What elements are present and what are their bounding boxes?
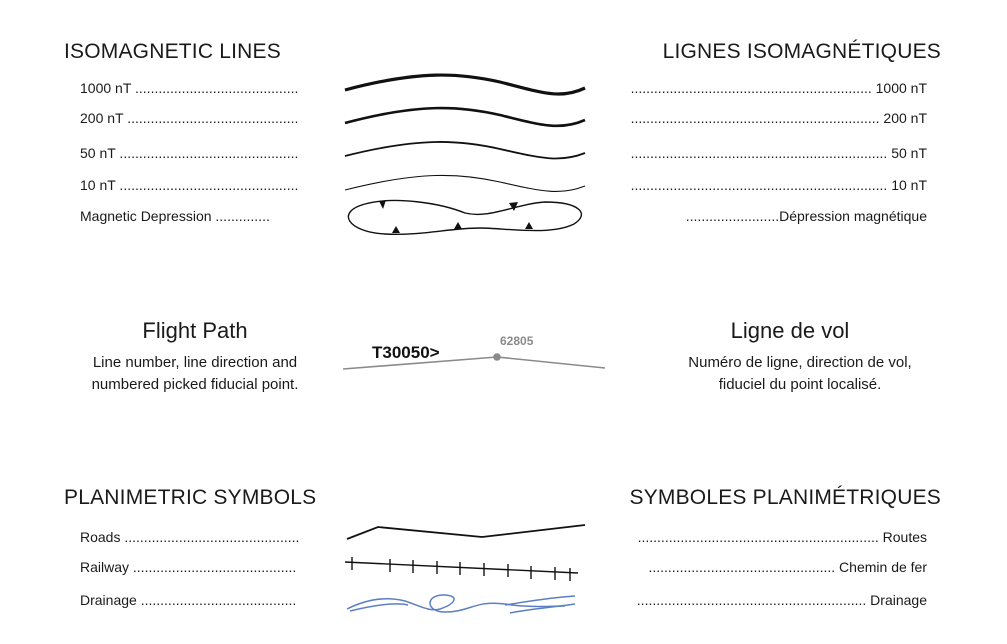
planimetric-label-drainage-fr: ........................................… — [636, 592, 927, 608]
isomagnetic-label-10-en: 10 nT ..................................… — [80, 177, 299, 193]
planimetric-title-en: PLANIMETRIC SYMBOLS — [64, 486, 317, 509]
isomagnetic-label-50-fr: ........................................… — [630, 145, 927, 161]
isomagnetic-label-1000-fr: ........................................… — [630, 80, 927, 96]
flight-path-desc-en-2: numbered picked fiducial point. — [91, 376, 299, 393]
depression-tick-5 — [525, 222, 533, 229]
drainage-symbol — [346, 594, 576, 614]
flight-path-line — [342, 356, 606, 370]
planimetric-label-roads-fr: ........................................… — [637, 529, 927, 545]
isomagnetic-200-line — [344, 106, 586, 128]
isomagnetic-1000-line — [344, 73, 586, 96]
road-line — [346, 524, 586, 540]
isomagnetic-10-line — [344, 174, 586, 193]
planimetric-label-drainage-en: Drainage ...............................… — [80, 592, 297, 608]
flight-line-number: T30050> — [372, 343, 440, 362]
isomagnetic-label-10-fr: ........................................… — [630, 177, 927, 193]
flight-path-desc-fr-2: fiduciel du point localisé. — [718, 376, 882, 393]
depression-tick-1 — [379, 200, 386, 209]
planimetric-label-railway-en: Railway ................................… — [80, 559, 297, 575]
depression-tick-3 — [392, 226, 400, 233]
isomagnetic-title-en: ISOMAGNETIC LINES — [64, 40, 281, 63]
railway-symbol — [344, 557, 579, 581]
isomagnetic-50-line — [344, 141, 586, 160]
isomagnetic-title-fr: LIGNES ISOMAGNÉTIQUES — [662, 40, 941, 63]
isomagnetic-label-1000-en: 1000 nT ................................… — [80, 80, 299, 96]
flight-path-desc-en-1: Line number, line direction and — [92, 354, 298, 371]
planimetric-title-fr: SYMBOLES PLANIMÉTRIQUES — [629, 486, 941, 509]
isomagnetic-label-depression-en: Magnetic Depression .............. — [80, 208, 270, 224]
magnetic-depression-contour — [347, 199, 583, 236]
flight-path-title-en: Flight Path — [142, 318, 248, 343]
fiducial-number: 62805 — [500, 334, 534, 348]
depression-tick-2 — [509, 202, 518, 211]
isomagnetic-label-depression-fr: ........................Dépression magné… — [685, 208, 927, 224]
isomagnetic-label-200-en: 200 nT .................................… — [80, 110, 299, 126]
planimetric-label-railway-fr: ........................................… — [648, 559, 927, 575]
depression-tick-4 — [454, 222, 462, 229]
fiducial-point — [493, 353, 501, 361]
flight-path-desc-fr-1: Numéro de ligne, direction de vol, — [688, 354, 912, 371]
isomagnetic-label-50-en: 50 nT ..................................… — [80, 145, 299, 161]
isomagnetic-label-200-fr: ........................................… — [630, 110, 927, 126]
flight-path-title-fr: Ligne de vol — [730, 318, 850, 343]
planimetric-label-roads-en: Roads ..................................… — [80, 529, 300, 545]
